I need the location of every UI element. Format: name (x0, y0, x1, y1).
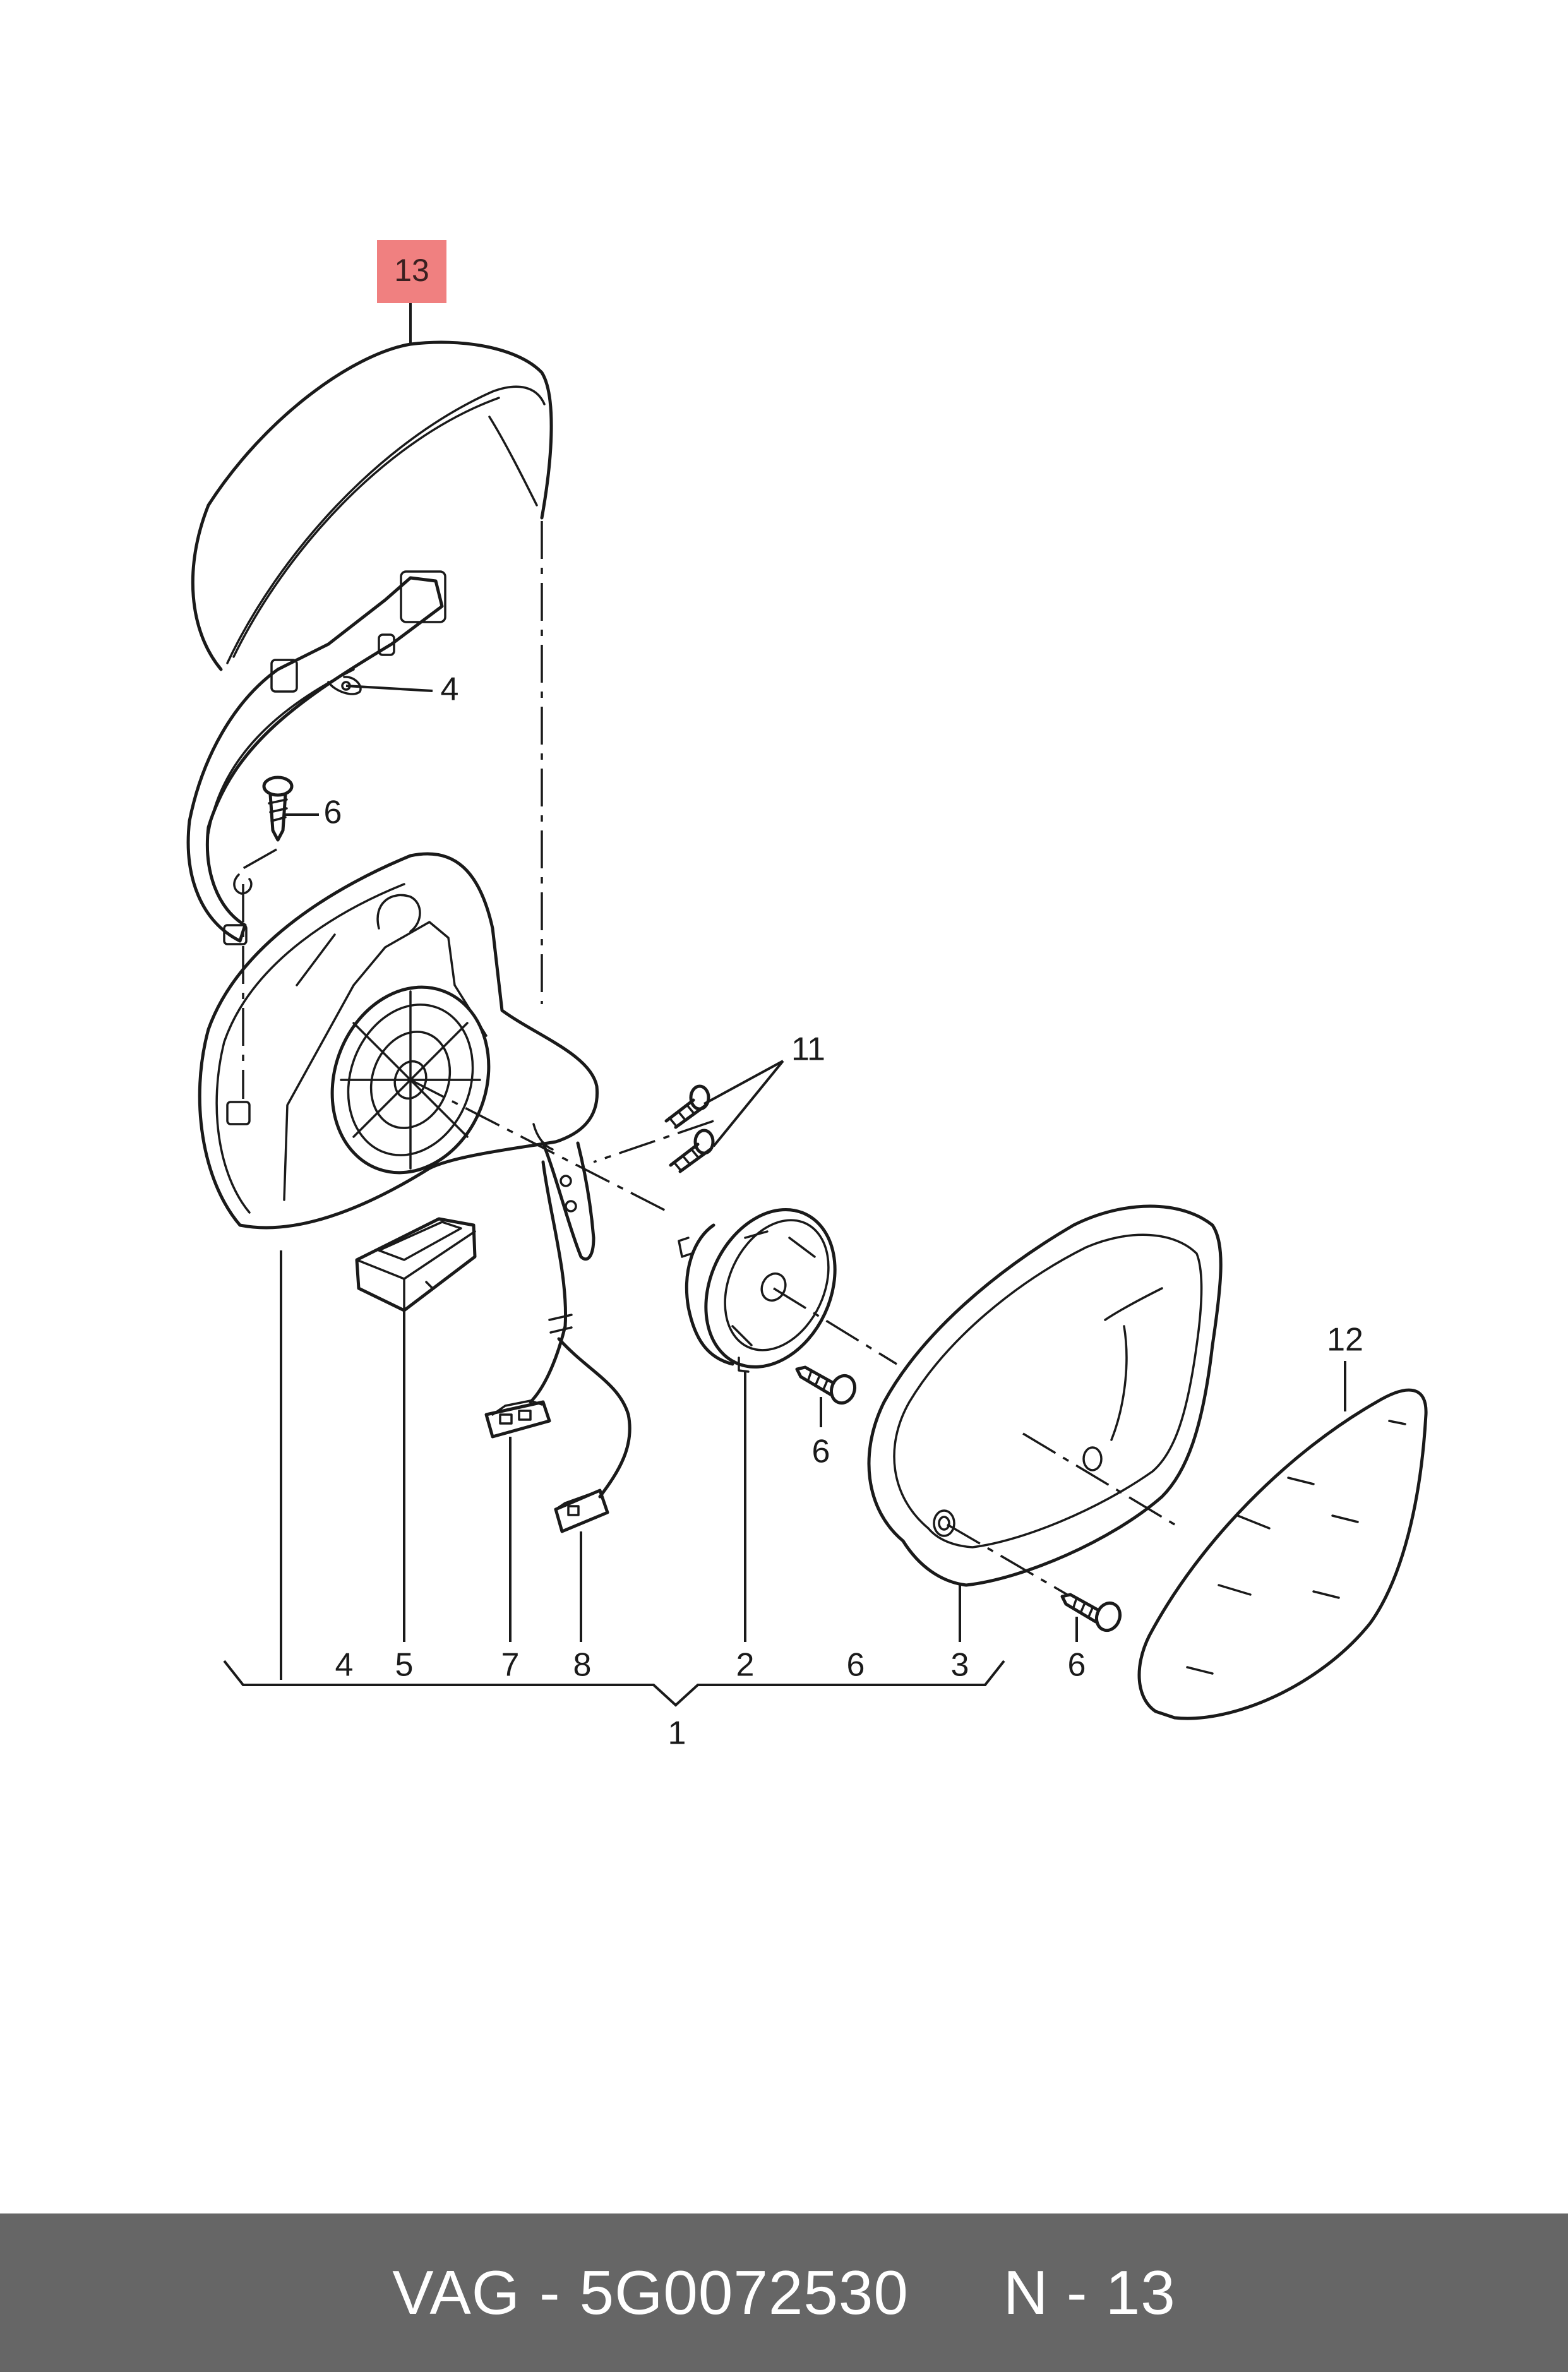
part-number: 5G0072530 (579, 2258, 909, 2327)
callout-bottom-7[interactable]: 7 (501, 1647, 520, 1684)
callout-13[interactable]: 13 (394, 253, 429, 288)
part-12-mirror-glass[interactable] (1137, 1388, 1428, 1720)
diagram-reference: N - 13 (1003, 2258, 1176, 2327)
part-13-mirror-cap[interactable] (191, 340, 553, 671)
screws-11[interactable] (664, 1084, 715, 1173)
part-2-adjustment-motor[interactable] (678, 1189, 859, 1388)
screw-6-middle[interactable] (795, 1365, 858, 1406)
callout-bottom-5[interactable]: 5 (395, 1647, 414, 1684)
callout-bottom-2[interactable]: 2 (736, 1647, 755, 1684)
callout-bottom-4[interactable]: 4 (335, 1647, 354, 1684)
part-5-module[interactable] (355, 1217, 477, 1312)
callout-6-right[interactable]: 6 (1068, 1647, 1086, 1684)
callout-bottom-3[interactable]: 3 (951, 1647, 969, 1684)
part-3-glass-carrier[interactable] (867, 1204, 1223, 1587)
part-number-footer: VAG - 5G0072530 N - 13 (0, 2213, 1568, 2372)
callout-4-top[interactable]: 4 (441, 671, 459, 708)
part-4-turn-signal-strip[interactable] (186, 570, 446, 945)
callout-labels: 13 4 6 11 12 6 6 4 5 7 8 2 6 3 1 (324, 240, 1363, 1752)
screw-6-left[interactable] (262, 776, 294, 842)
leader-lines (223, 302, 1346, 1707)
brand-label: VAG (392, 2258, 520, 2327)
callout-13-highlight[interactable] (377, 240, 446, 303)
callout-1[interactable]: 1 (668, 1715, 686, 1752)
callout-bottom-6[interactable]: 6 (847, 1647, 865, 1684)
callout-12[interactable]: 12 (1327, 1322, 1363, 1358)
callout-6-mid[interactable]: 6 (812, 1434, 830, 1470)
part-7-8-wiring-harness[interactable] (484, 1160, 631, 1533)
part-1-mirror-housing[interactable] (198, 852, 599, 1261)
assembly-axis-lines (242, 521, 1182, 1596)
callout-bottom-8[interactable]: 8 (573, 1647, 592, 1684)
callout-11[interactable]: 11 (791, 1031, 825, 1068)
separator: - (539, 2258, 561, 2327)
callout-6-left[interactable]: 6 (324, 794, 342, 831)
parts-diagram: 13 4 6 11 12 6 6 4 5 7 8 2 6 3 1 (186, 240, 1428, 1752)
screw-6-right[interactable] (1060, 1593, 1123, 1634)
